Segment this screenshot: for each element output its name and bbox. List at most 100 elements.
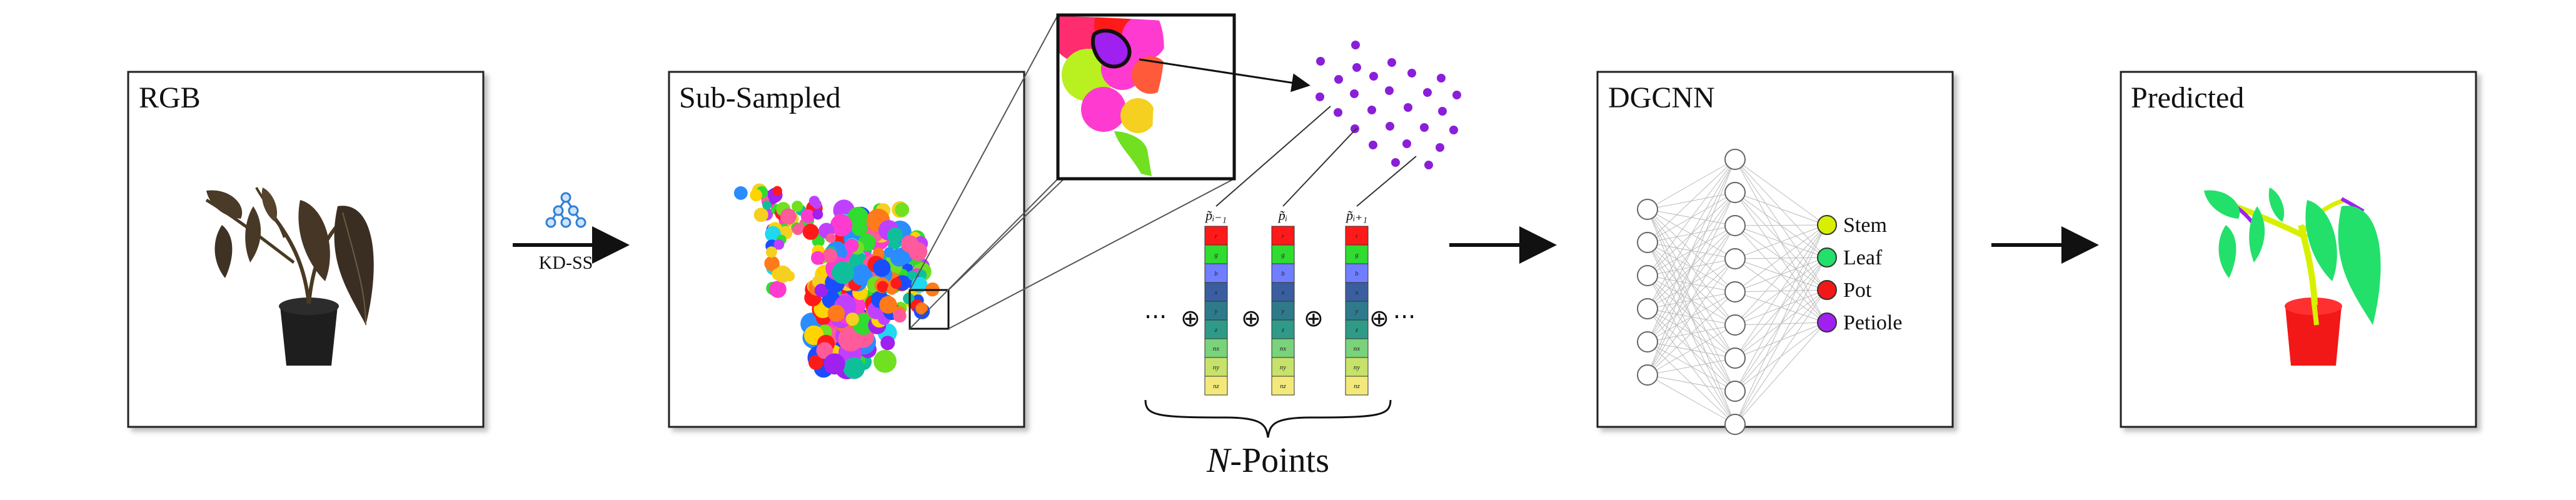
superpixel-blob [762,200,772,210]
legend-item: Leaf [1817,246,1883,269]
superpixel-blob [827,304,845,322]
feature-cell [1345,263,1369,283]
network-edge [1734,224,1826,392]
predicted-plant-image [2204,188,2381,366]
zoom-inset-frame [1056,13,1236,181]
cloud-point [1316,57,1325,66]
network-edge [1734,192,1826,226]
network-node [1637,364,1658,386]
superpixel-blob [915,302,928,315]
cloud-point [1334,75,1343,84]
feature-cell-label: b [1214,270,1218,278]
feature-cell-label: nz [1280,382,1287,390]
zoom-inset [1056,13,1236,181]
network-edge [1647,159,1736,243]
sequence-dots-right: ··· [1393,303,1416,331]
network-edge [1647,258,1736,376]
cloud-point [1391,158,1400,167]
legend-swatch [1817,312,1837,332]
superpixel-blob [769,281,787,298]
superpixel-blob [812,209,823,220]
feature-cell [1204,338,1228,358]
subsampled-panel: Sub-Sampled [668,71,1025,428]
superpixel-blob [907,270,917,281]
subsampled-panel-title: Sub-Sampled [679,81,841,114]
superpixel-blob [765,246,777,258]
sequence-separators: ··· ⊕ ⊕ ⊕ ⊕ ··· [1144,303,1416,332]
superpixel-blob [823,353,845,375]
network-node [1724,414,1746,435]
point-link-mid [1282,128,1357,207]
cloud-point [1424,161,1433,169]
feature-cell-label: g [1355,251,1359,259]
feature-cell [1204,263,1228,283]
network-edge [1734,224,1826,326]
superpixel-blob [893,309,907,323]
superpixel-blob [851,264,873,286]
kdss-tree-icon [545,192,586,228]
feature-cell-label: nz [1354,382,1361,390]
subsampled-plant-image [733,183,940,379]
network-edge [1647,159,1736,276]
point-link-left [1215,106,1331,207]
point-cloud [1316,41,1461,169]
superpixel-blob [772,186,782,196]
feature-cell-label: z [1214,326,1218,334]
network-nodes [1637,149,1746,435]
superpixel-blob [895,202,910,217]
superpixel-blob [847,206,869,228]
feature-cell-label: ny [1354,364,1361,371]
feature-cell [1271,357,1295,377]
network-edge [1647,374,1736,392]
feature-cell [1345,338,1369,358]
network-edge [1647,159,1736,210]
cloud-point [1436,143,1444,152]
superpixel-blob [873,349,897,373]
superpixel-blob [750,189,762,202]
cloud-point [1334,108,1342,117]
network-edge [1734,224,1826,425]
feature-cell-label: nx [1354,345,1361,352]
cloud-point [1407,69,1416,78]
superpixel-blob [879,296,897,314]
oplus-1: ⊕ [1180,304,1200,332]
feature-cell-label: z [1355,326,1359,334]
network-node [1637,199,1658,220]
superpixel-blob [802,224,819,240]
network-node [1724,215,1746,236]
network-edge [1734,159,1826,226]
feature-cell [1204,319,1228,339]
superpixel-blob [880,336,895,351]
cloud-point [1452,91,1461,99]
feature-cell [1345,376,1369,396]
legend-swatch [1817,248,1837,268]
superpixel-blob [792,224,803,236]
zoom-line-bottom-right [948,178,1235,329]
superpixel-blob [843,357,865,379]
cloud-point [1423,88,1432,97]
legend-item: Stem [1817,214,1887,237]
oplus-3: ⊕ [1304,304,1324,332]
superpixel-blob [845,312,859,326]
legend-label: Stem [1843,214,1887,237]
feature-cell [1271,376,1295,396]
feature-cell [1345,244,1369,264]
cloud-point [1369,141,1377,149]
cloud-point [1351,41,1360,49]
network-edge [1734,224,1826,259]
npoints-brace [1144,399,1392,438]
point-label: p̃ᵢ₋₁ [1204,208,1227,223]
network-node [1637,298,1658,319]
superpixel-blob [800,209,815,223]
cloud-point [1351,124,1359,133]
network-node [1724,182,1746,203]
feature-cell-label: b [1281,270,1285,278]
superpixel-blob [816,342,833,359]
superpixel-blob [903,292,915,304]
feature-cell-label: nx [1280,345,1287,352]
npoints-label-n: N [1206,441,1232,480]
network-node [1637,265,1658,286]
network-edge [1734,289,1826,425]
